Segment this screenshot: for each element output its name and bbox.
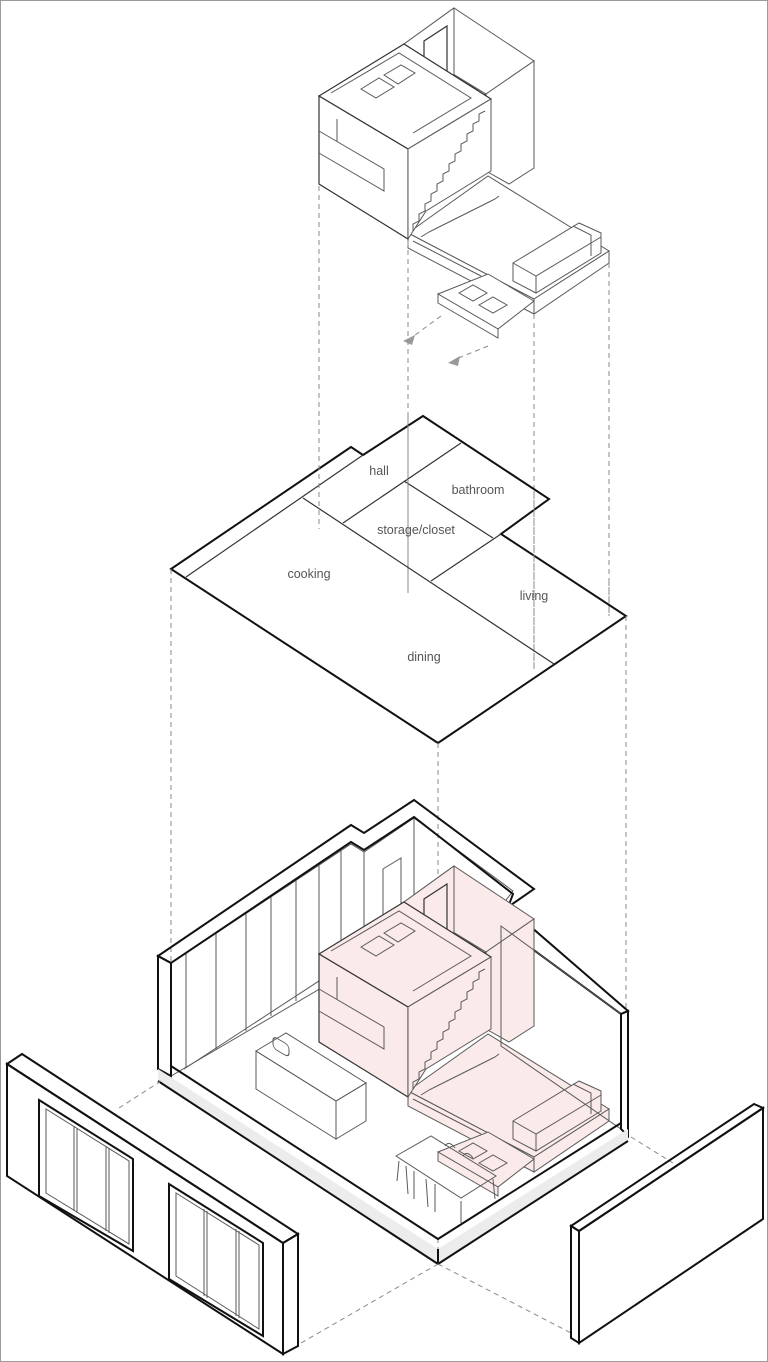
sliding-door-right — [168, 1182, 264, 1338]
apartment-shell-front — [118, 925, 674, 1344]
side-wall — [569, 1102, 766, 1345]
slide-out-path — [455, 345, 489, 360]
arrow-down-left-icon — [403, 335, 415, 345]
room-label-bathroom: bathroom — [452, 483, 505, 497]
loft-module-top — [318, 7, 610, 366]
room-label-dining: dining — [407, 650, 440, 664]
room-label-living: living — [520, 589, 549, 603]
chairs — [396, 1142, 496, 1223]
sliding-door-left — [38, 1098, 134, 1253]
dining-table — [395, 1135, 497, 1199]
front-wall-with-sliding-doors — [5, 1052, 300, 1356]
arrow-down-left-icon — [448, 356, 460, 366]
room-label-hall: hall — [369, 464, 388, 478]
room-label-storage-closet: storage/closet — [377, 523, 455, 537]
slide-out-path — [410, 315, 442, 339]
room-label-cooking: cooking — [287, 567, 330, 581]
floor-plan: hall bathroom storage/closet cooking liv… — [169, 414, 628, 745]
